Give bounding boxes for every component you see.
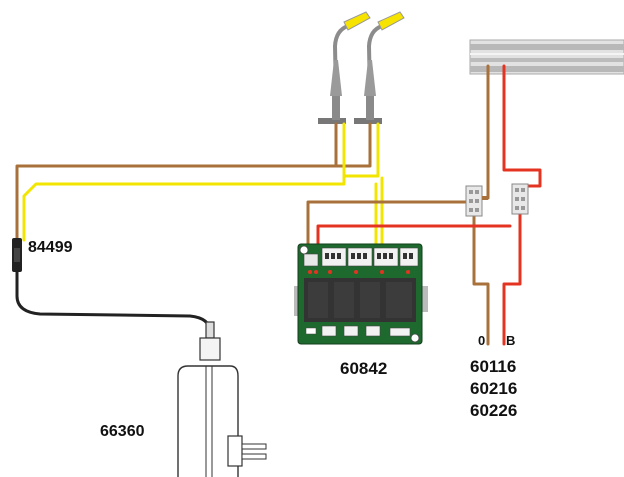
brown-wire-lamp-right	[334, 122, 372, 168]
transformer-label: 66360	[100, 423, 145, 440]
red-wire-down	[502, 212, 522, 346]
cable-connector-icon	[12, 238, 22, 272]
wires	[15, 64, 542, 346]
terminal-b-label: B	[506, 333, 515, 348]
power-adapter-icon	[177, 321, 267, 477]
track-section	[469, 39, 624, 75]
yellow-wire-lamp-right	[342, 122, 380, 178]
track-label-1: 60116	[470, 357, 516, 376]
decoder-label: 60842	[340, 359, 387, 378]
brown-wire-decoder	[306, 200, 472, 260]
track-label-3: 60226	[470, 401, 517, 420]
red-wire-track	[502, 64, 542, 188]
brown-wire-main	[15, 122, 338, 242]
distributor-block-brown-icon	[465, 185, 488, 217]
street-lamp-left-icon	[318, 11, 371, 124]
street-lamp-right-icon	[354, 11, 405, 124]
distributor-block-red-icon	[511, 183, 529, 215]
brown-wire-down	[472, 208, 490, 346]
circuit-board-icon	[294, 243, 428, 345]
track-label-2: 60216	[470, 379, 517, 398]
yellow-wire-main	[22, 122, 346, 242]
black-wire	[15, 268, 212, 334]
terminal-0-label: 0	[478, 333, 485, 348]
connector-label: 84499	[28, 239, 73, 256]
